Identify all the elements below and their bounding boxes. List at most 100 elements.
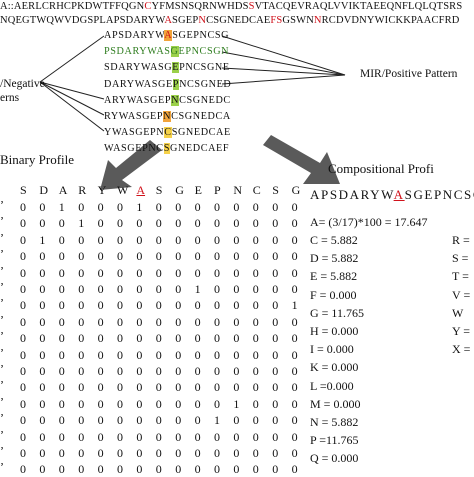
row-marker: ʼ	[0, 460, 4, 475]
binary-cell: 0	[117, 265, 123, 280]
fragment-highlight: C	[164, 127, 172, 139]
binary-cell: 0	[272, 216, 279, 231]
binary-cell: 0	[97, 265, 104, 280]
binary-column-header: P	[214, 183, 221, 197]
binary-cell: 0	[97, 249, 104, 264]
binary-column-header: E	[194, 183, 202, 197]
binary-column-header: A	[136, 183, 146, 197]
binary-cell: 0	[252, 282, 259, 296]
binary-cell: 0	[39, 364, 46, 378]
binary-cell: 0	[97, 282, 104, 296]
composition-value: F = 0.000	[310, 287, 357, 302]
row-marker: ʼ	[0, 411, 4, 426]
binary-cell: 0	[117, 380, 123, 395]
binary-cell: 0	[39, 331, 46, 346]
composition-value-right: W	[452, 305, 464, 320]
binary-cell: 0	[78, 232, 85, 247]
binary-cell: 0	[155, 216, 162, 231]
binary-cell: 0	[39, 314, 46, 329]
binary-cell: 0	[214, 364, 220, 378]
binary-cell: 0	[233, 331, 240, 346]
binary-cell: 0	[155, 462, 162, 477]
binary-cell: 0	[39, 446, 46, 460]
composition-value-right: Y =	[452, 324, 470, 338]
binary-cell: 0	[97, 429, 104, 444]
binary-cell: 0	[155, 265, 162, 280]
binary-cell: 0	[136, 282, 143, 296]
binary-cell: 0	[20, 462, 26, 477]
binary-cell: 0	[136, 380, 143, 395]
negative-pattern-label: /Negative erns	[0, 78, 45, 104]
binary-cell: 0	[252, 429, 259, 444]
binary-cell: 0	[39, 429, 46, 444]
binary-cell: 0	[78, 347, 85, 362]
binary-cell: 0	[136, 396, 143, 411]
binary-cell: 0	[233, 429, 240, 444]
binary-cell: 0	[78, 282, 85, 296]
binary-cell: 0	[233, 265, 240, 280]
composition-value: H = 0.000	[310, 324, 359, 338]
fragment-suffix: NCSGNED	[179, 78, 232, 90]
binary-cell: 0	[20, 265, 26, 280]
binary-column-header: C	[252, 183, 261, 197]
sequence-line-2: NQEGTWQWVDGSPLAPSDARYWASGEPNCSGNEDCAEFSG…	[0, 15, 460, 26]
binary-cell: 0	[194, 446, 201, 460]
binary-column-header: S	[20, 183, 27, 197]
binary-cell: 0	[58, 282, 65, 296]
binary-cell: 0	[214, 429, 220, 444]
binary-cell: 0	[214, 232, 220, 247]
binary-cell: 0	[136, 249, 143, 264]
composition-value: P =11.765	[310, 433, 359, 448]
binary-cell: 0	[291, 364, 298, 378]
binary-cell: 0	[155, 446, 162, 460]
binary-cell: 0	[78, 331, 85, 346]
fragment-suffix: GNEDCAEF	[170, 143, 230, 155]
binary-cell: 0	[39, 413, 46, 428]
binary-cell: 0	[136, 331, 143, 346]
fragment-prefix: YWASGEPN	[104, 127, 165, 139]
binary-cell: 0	[155, 282, 162, 296]
binary-cell: 0	[58, 396, 65, 411]
binary-cell: 0	[117, 347, 123, 362]
binary-cell: 0	[20, 364, 26, 378]
binary-column-header: A	[58, 183, 68, 197]
binary-cell: 0	[194, 265, 201, 280]
binary-cell: 0	[117, 282, 123, 296]
binary-cell: 0	[117, 232, 123, 247]
binary-cell: 0	[272, 265, 279, 280]
binary-cell: 1	[233, 396, 240, 411]
binary-cell: 0	[78, 200, 85, 214]
binary-cell: 0	[233, 347, 240, 362]
binary-cell: 0	[175, 331, 182, 346]
composition-value: L =0.000	[310, 378, 354, 393]
fragment-highlight: E	[172, 62, 180, 74]
binary-cell: 0	[175, 265, 182, 280]
binary-cell: 0	[136, 347, 143, 362]
binary-cell: 0	[291, 347, 298, 362]
positive-pattern-label: MIR/Positive Pattern	[360, 68, 458, 80]
binary-cell: 0	[194, 413, 201, 428]
binary-cell: 0	[78, 446, 85, 460]
binary-cell: 0	[58, 462, 65, 477]
positive-connectors	[221, 35, 346, 85]
binary-cell: 1	[39, 232, 46, 247]
fragment-suffix: PNCSGNE	[179, 62, 230, 74]
binary-cell: 0	[175, 232, 182, 247]
binary-cell: 0	[233, 232, 240, 247]
fragment-suffix: CSGNEDCA	[171, 111, 231, 122]
binary-cell: 0	[155, 429, 162, 444]
binary-cell: 0	[291, 314, 298, 329]
composition-value-right: R =	[452, 233, 470, 247]
fragment-2: PSDARYWASGEPNCSGN	[104, 46, 230, 58]
fragment-suffix: EPNCSGN	[178, 46, 230, 58]
binary-cell: 0	[136, 314, 143, 329]
binary-cell: 0	[155, 249, 162, 264]
binary-cell: 0	[291, 380, 298, 395]
binary-cell: 0	[194, 298, 201, 313]
fragment-6: RYWASGEPNCSGNEDCA	[104, 111, 231, 122]
binary-cell: 0	[214, 462, 220, 477]
binary-cell: 1	[214, 413, 220, 428]
binary-cell: 0	[117, 314, 123, 329]
binary-cell: 0	[78, 396, 85, 411]
